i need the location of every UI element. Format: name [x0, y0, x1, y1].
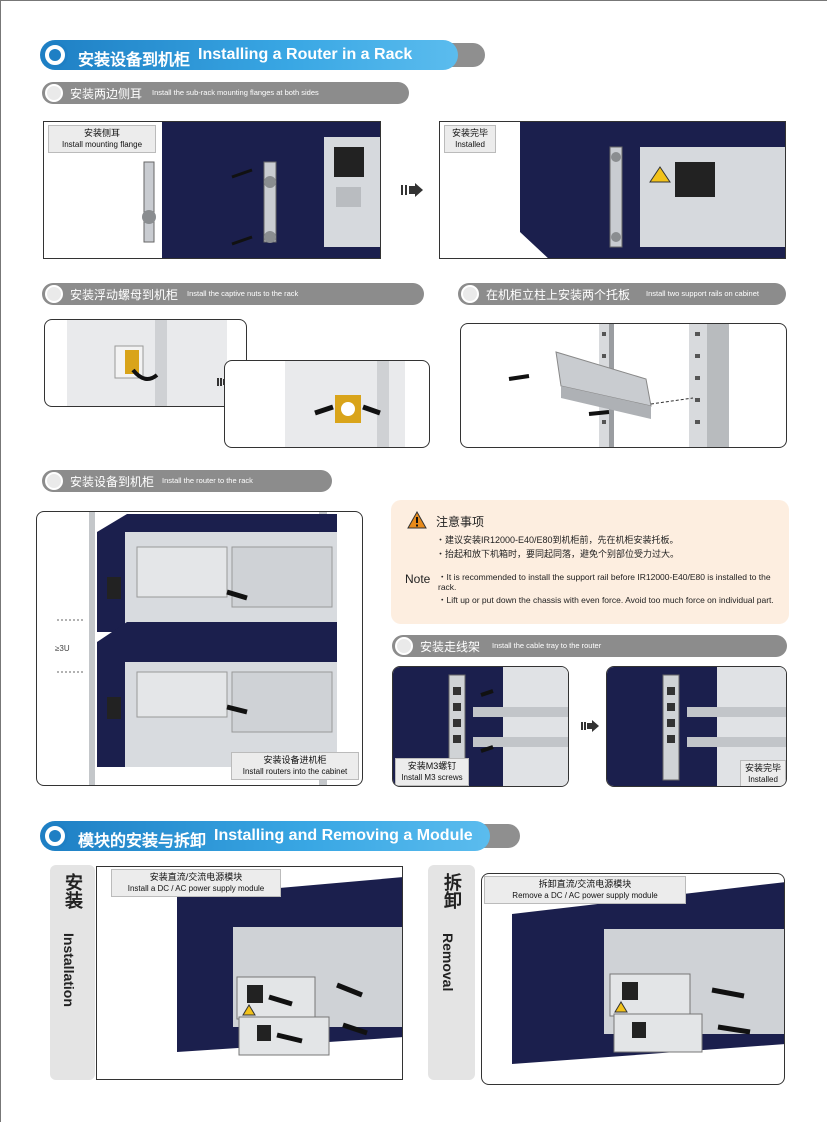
header-bullet-icon [42, 42, 68, 68]
install-label: 安装直流/交流电源模块 Install a DC / AC power supp… [111, 869, 281, 897]
step-title-zh: 安装两边侧耳 [70, 87, 143, 101]
step-title-zh: 安装设备到机柜 [70, 475, 155, 489]
nut-insert-panel [44, 319, 247, 407]
install-label-zh: 安装直流/交流电源模块 [149, 872, 243, 882]
screws-label-zh: 安装M3螺钉 [407, 761, 457, 771]
router-label-zh: 安装设备进机柜 [263, 755, 327, 765]
install-module-panel: 安装直流/交流电源模块 Install a DC / AC power supp… [96, 866, 403, 1080]
step-title-en: Install two support rails on cabinet [646, 289, 759, 298]
nut-installed-panel [224, 360, 430, 448]
note-box: 注意事项 ・建议安装IR12000-E40/E80到机柜前，先在机柜安装托板。 … [391, 500, 789, 624]
nut-installed-illustration [285, 361, 405, 447]
header-pill [40, 40, 458, 70]
flange-installed-illustration [520, 122, 785, 258]
step-bullet-icon [461, 285, 479, 303]
step-title-en: Install the cable tray to the router [492, 641, 602, 650]
nut-insert-illustration [67, 320, 227, 406]
step-title-zh: 安装浮动螺母到机柜 [70, 288, 179, 302]
remove-label-zh: 拆卸直流/交流电源模块 [538, 879, 632, 889]
step-bullet-icon [395, 637, 413, 655]
router-label: 安装设备进机柜 Install routers into the cabinet [231, 752, 359, 780]
rails-illustration [508, 324, 729, 447]
installed-label: 安装完毕 Installed [444, 125, 496, 153]
note-title: 注意事项 [436, 515, 485, 529]
install-side-zh: 安装 [63, 873, 83, 909]
section-header-rack: 安装设备到机柜 Installing a Router in a Rack [40, 40, 485, 70]
cable-installed-panel: 安装完毕 Installed [606, 666, 787, 787]
remove-label-en: Remove a DC / AC power supply module [512, 891, 658, 900]
flange-label-en: Install mounting flange [61, 140, 143, 149]
note-label-en: Note [405, 572, 431, 586]
step-title-zh: 在机柜立柱上安装两个托板 [486, 288, 631, 302]
install-module-illustration [177, 877, 402, 1056]
note-line2-en: ・Lift up or put down the chassis with ev… [438, 595, 774, 605]
step-title-en: Install the captive nuts to the rack [187, 289, 299, 298]
screws-label: 安装M3螺钉 Install M3 screws [395, 758, 469, 786]
step-header-router: 安装设备到机柜 Install the router to the rack [42, 470, 332, 492]
removal-side-zh: 拆卸 [442, 873, 462, 909]
remove-module-illustration [512, 882, 784, 1064]
step-bullet-icon [45, 84, 63, 102]
step-header-cable: 安装走线架 Install the cable tray to the rout… [392, 635, 787, 657]
rails-panel [460, 323, 787, 448]
page-border-top [0, 0, 827, 1]
section-title-en: Installing a Router in a Rack [198, 46, 413, 63]
screws-label-en: Install M3 screws [401, 773, 463, 782]
header-bullet-icon [42, 823, 68, 849]
router-rack-illustration [57, 512, 337, 785]
router-rack-panel: ≥3U 安装设备进机柜 Install routers into the cab… [36, 511, 363, 786]
flange-label-zh: 安装侧耳 [83, 128, 120, 138]
next-arrow-icon [581, 720, 599, 732]
section-title-zh: 安装设备到机柜 [78, 52, 191, 69]
removal-side-tab: 拆卸 Removal [428, 865, 475, 1080]
warning-icon [407, 511, 427, 529]
step-title-zh: 安装走线架 [420, 640, 481, 654]
install-side-en: Installation [61, 933, 77, 1007]
cable-installed-label-zh: 安装完毕 [745, 763, 782, 773]
section-title-zh: 模块的安装与拆卸 [78, 833, 207, 850]
router-label-en: Install routers into the cabinet [242, 767, 348, 776]
spacing-label: ≥3U [55, 644, 70, 653]
step-bullet-icon [45, 472, 63, 490]
installed-label-en: Installed [455, 140, 485, 149]
step-header-rails: 在机柜立柱上安装两个托板 Install two support rails o… [458, 283, 786, 305]
cable-screws-panel: 安装M3螺钉 Install M3 screws [392, 666, 569, 787]
step-title-en: Install the router to the rack [162, 476, 253, 485]
install-label-en: Install a DC / AC power supply module [127, 884, 265, 893]
flange-illustration [142, 122, 380, 258]
install-side-tab: 安装 Installation [50, 865, 95, 1080]
header-pill [40, 821, 490, 851]
removal-side-en: Removal [440, 933, 456, 992]
step-bullet-icon [45, 285, 63, 303]
step-header-nuts: 安装浮动螺母到机柜 Install the captive nuts to th… [42, 283, 424, 305]
note-line2-zh: ・抬起和放下机箱时，要同起同落，避免个别部位受力过大。 [436, 549, 680, 559]
page-border-left [0, 0, 1, 1122]
flange-installed-panel: 安装完毕 Installed [439, 121, 786, 259]
note-line1-en: ・It is recommended to install the suppor… [438, 572, 771, 592]
flange-label: 安装侧耳 Install mounting flange [48, 125, 156, 153]
section-header-module: 模块的安装与拆卸 Installing and Removing a Modul… [40, 821, 520, 851]
step-header-flanges: 安装两边侧耳 Install the sub-rack mounting fla… [42, 82, 409, 104]
cable-installed-label: 安装完毕 Installed [740, 760, 786, 786]
step-title-en: Install the sub-rack mounting flanges at… [152, 88, 319, 97]
remove-label: 拆卸直流/交流电源模块 Remove a DC / AC power suppl… [484, 876, 686, 904]
installed-label-zh: 安装完毕 [451, 128, 488, 138]
flange-install-panel: 安装侧耳 Install mounting flange [43, 121, 381, 259]
remove-module-panel: 拆卸直流/交流电源模块 Remove a DC / AC power suppl… [481, 873, 785, 1085]
next-arrow-icon [401, 183, 423, 197]
section-title-en: Installing and Removing a Module [214, 827, 473, 844]
note-line1-zh: ・建议安装IR12000-E40/E80到机柜前，先在机柜安装托板。 [436, 535, 679, 545]
cable-installed-label-en: Installed [748, 775, 778, 784]
